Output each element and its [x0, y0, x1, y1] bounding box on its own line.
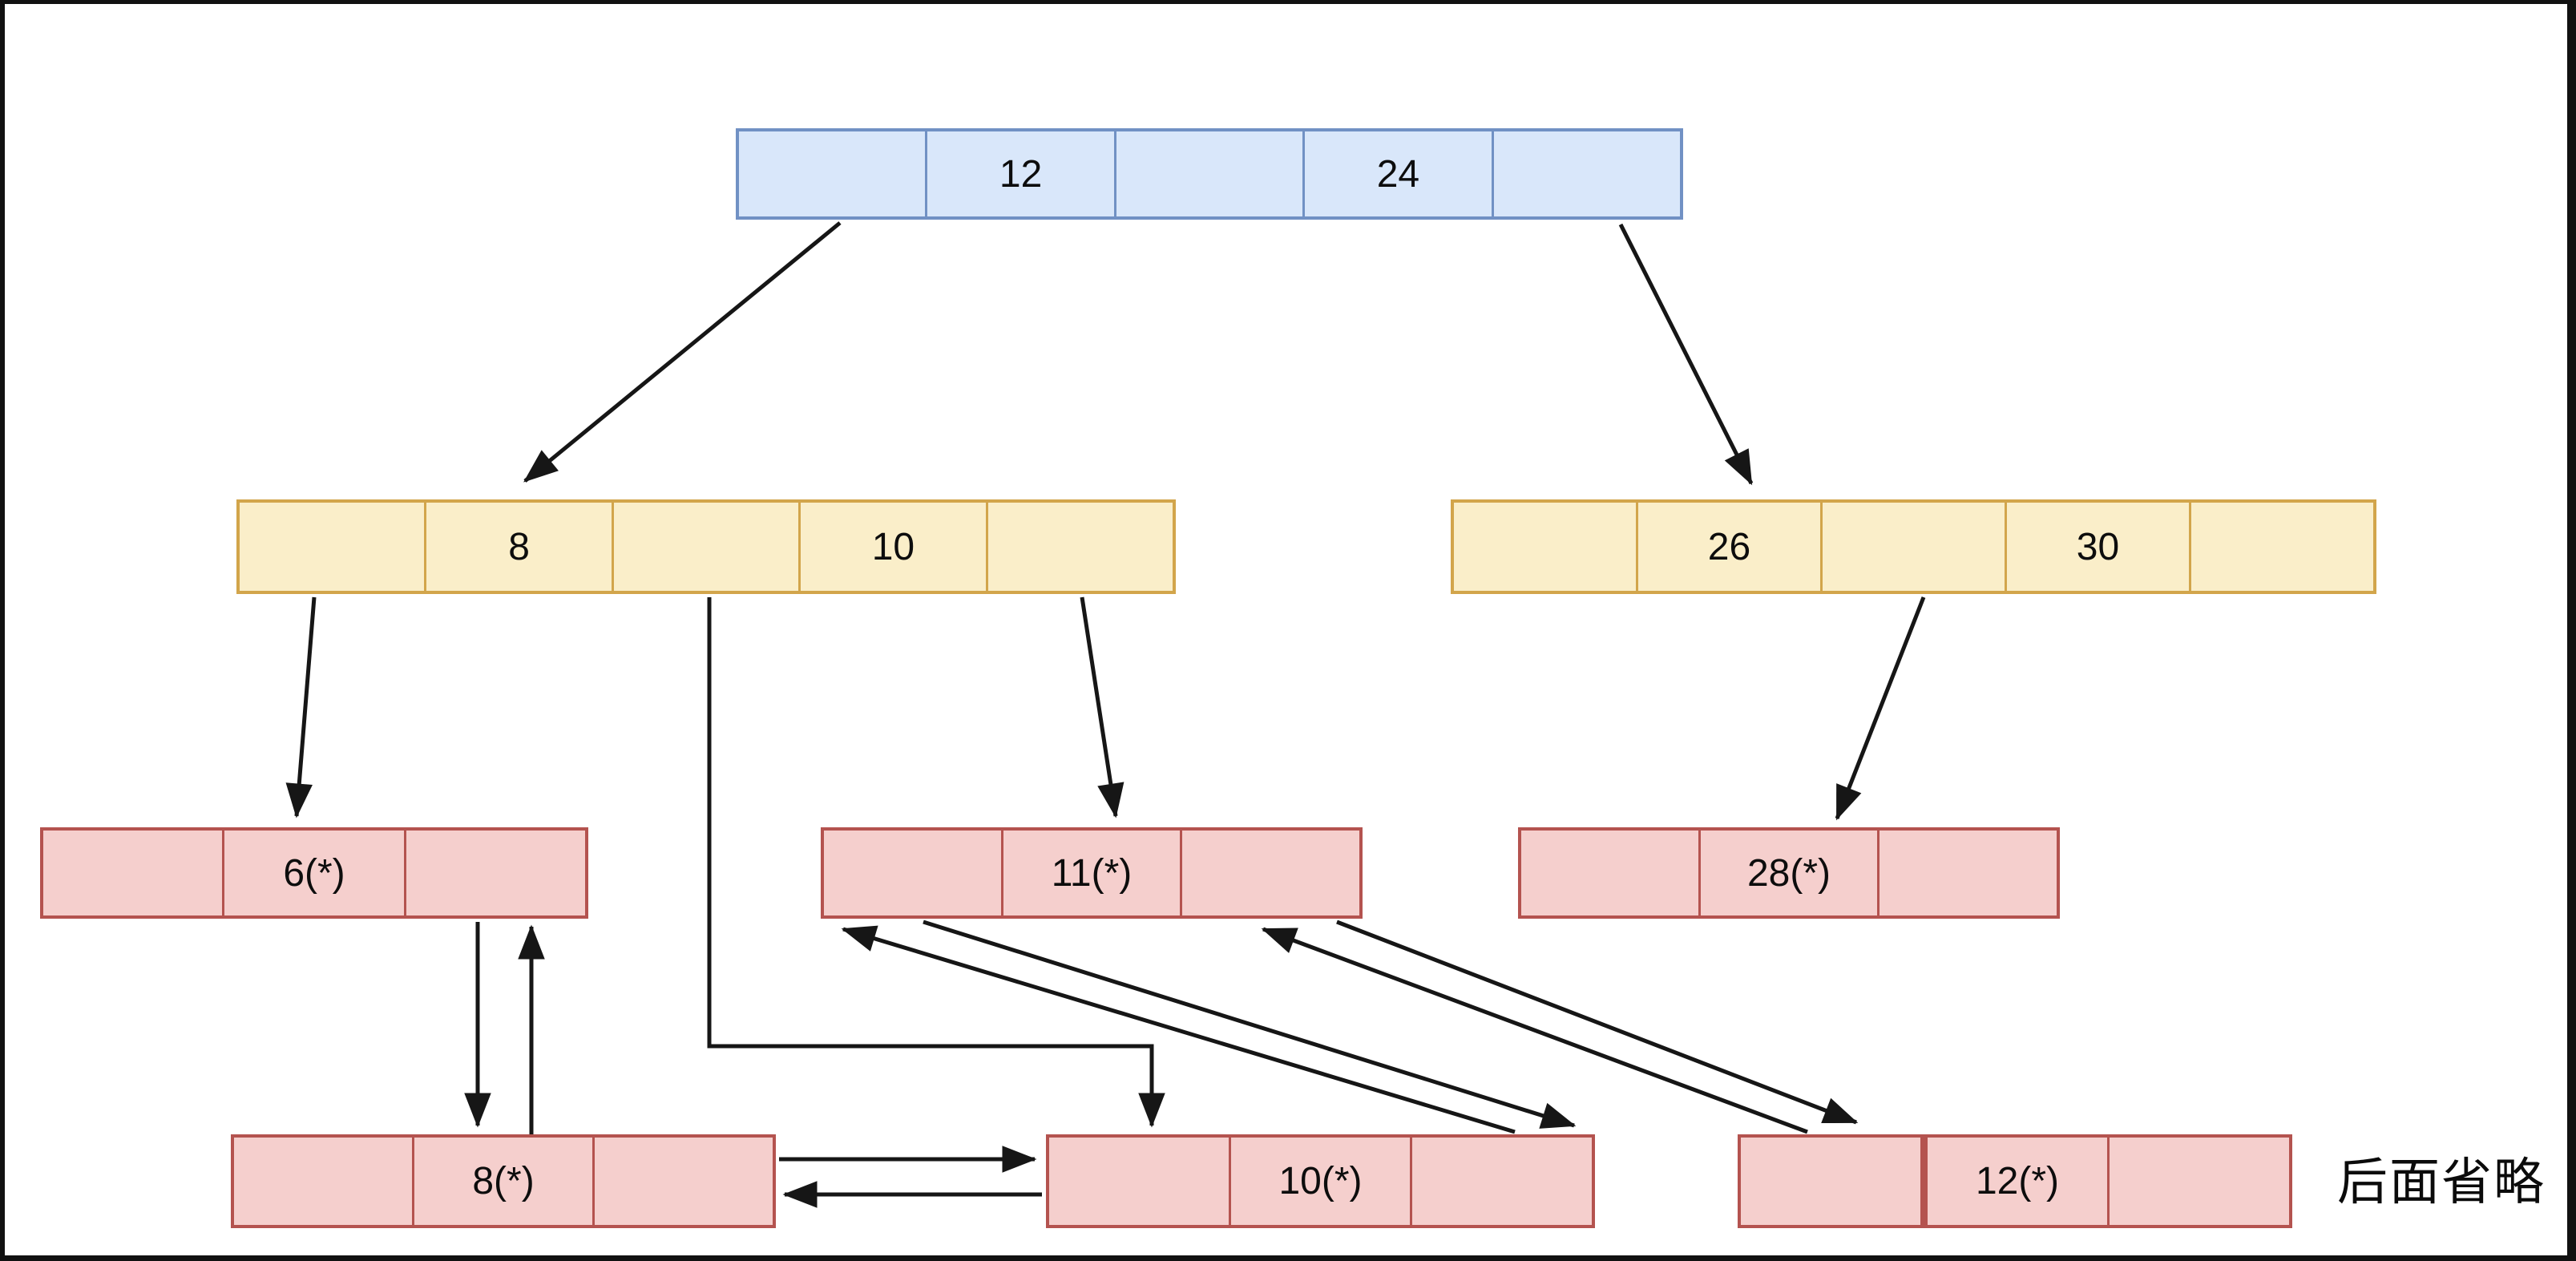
btree-node-leaf-10: 10(*) [1046, 1134, 1595, 1228]
node-cell: 28(*) [1698, 831, 1878, 915]
frame-right-bar [2567, 0, 2576, 1261]
node-cell [739, 131, 925, 216]
node-cell [43, 831, 222, 915]
node-cell: 24 [1302, 131, 1491, 216]
node-cell: 26 [1636, 503, 1820, 591]
edge-leaf-11-to-leaf-12 [1336, 919, 1859, 1125]
node-cell [985, 503, 1173, 591]
node-cell [611, 503, 798, 591]
node-cell [234, 1138, 412, 1225]
node-cell: 8(*) [412, 1138, 592, 1225]
node-cell [1521, 831, 1698, 915]
btree-node-root: 12 24 [736, 128, 1683, 220]
node-cell [1820, 503, 2005, 591]
frame-top-bar [0, 0, 2576, 4]
node-cell: 6(*) [222, 831, 403, 915]
edge-internal-left-to-leaf-11 [1080, 596, 1124, 818]
node-cell [403, 831, 585, 915]
edge-root-to-internal-left [523, 221, 842, 483]
edge-root-to-internal-right [1618, 223, 1754, 486]
btree-node-internal-right: 26 30 [1451, 499, 2376, 594]
node-cell [2189, 503, 2373, 591]
btree-node-internal-left: 8 10 [236, 499, 1176, 594]
node-cell [824, 831, 1001, 915]
node-cell [1741, 1138, 1920, 1225]
node-cell [1410, 1138, 1592, 1225]
btree-node-leaf-12: 12(*) [1738, 1134, 2292, 1228]
node-cell [1049, 1138, 1229, 1225]
edge-internal-left-to-leaf-10 [707, 597, 1165, 1128]
node-cell [1113, 131, 1302, 216]
btree-node-leaf-6: 6(*) [40, 827, 588, 919]
node-cell: 12 [925, 131, 1113, 216]
edge-internal-right-to-leaf-28 [1835, 596, 1926, 821]
edge-internal-left-to-leaf-6 [285, 596, 317, 818]
node-cell: 10 [798, 503, 985, 591]
frame-left-bar [0, 0, 5, 1261]
node-cell: 10(*) [1228, 1138, 1411, 1225]
btree-node-leaf-11: 11(*) [821, 827, 1363, 919]
edge-leaf-12-to-leaf-11 [1261, 927, 1808, 1134]
node-cell [1180, 831, 1359, 915]
edge-leaf-10-to-leaf-11 [841, 925, 1516, 1134]
node-cell [592, 1138, 773, 1225]
btree-node-leaf-28: 28(*) [1518, 827, 2060, 919]
edge-leaf-11-to-leaf-10 [923, 919, 1577, 1129]
node-cell: 30 [2005, 503, 2189, 591]
frame-bottom-bar [0, 1255, 2576, 1261]
node-cell: 12(*) [1920, 1138, 2107, 1225]
omitted-note: 后面省略 [2337, 1154, 2546, 1210]
node-cell [1491, 131, 1680, 216]
node-cell: 11(*) [1000, 831, 1181, 915]
node-cell [2107, 1138, 2289, 1225]
node-cell: 8 [424, 503, 611, 591]
node-cell [1877, 831, 2057, 915]
node-cell [1454, 503, 1636, 591]
btree-node-leaf-8: 8(*) [231, 1134, 776, 1228]
node-cell [240, 503, 424, 591]
